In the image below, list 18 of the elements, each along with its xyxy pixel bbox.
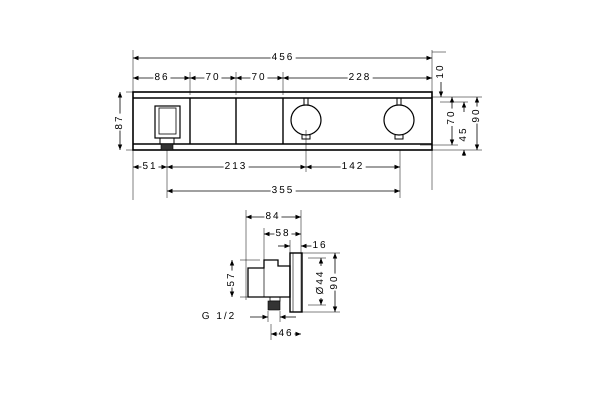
dimension-label: 58 — [274, 229, 292, 239]
dimension-label: 87 — [115, 113, 125, 131]
dimension-label: Ø44 — [316, 268, 326, 296]
dimension-label: 86 — [153, 73, 171, 83]
dimension-label: 70 — [447, 108, 457, 126]
dimension-label: 57 — [227, 270, 237, 288]
dimension-label: 90 — [330, 273, 340, 291]
dimension-label: 456 — [270, 53, 296, 63]
dimension-label: 213 — [224, 162, 248, 172]
dimension-label: 90 — [472, 106, 482, 124]
dimension-label: 70 — [250, 73, 268, 83]
dimension-label: 355 — [270, 186, 296, 196]
dimension-label: 228 — [348, 73, 372, 83]
dimension-label: 84 — [264, 212, 282, 222]
dimension-label: 70 — [204, 73, 222, 83]
dimension-label: 142 — [340, 162, 366, 172]
dimension-label: 51 — [141, 162, 159, 172]
dimension-label: 46 — [277, 329, 295, 339]
